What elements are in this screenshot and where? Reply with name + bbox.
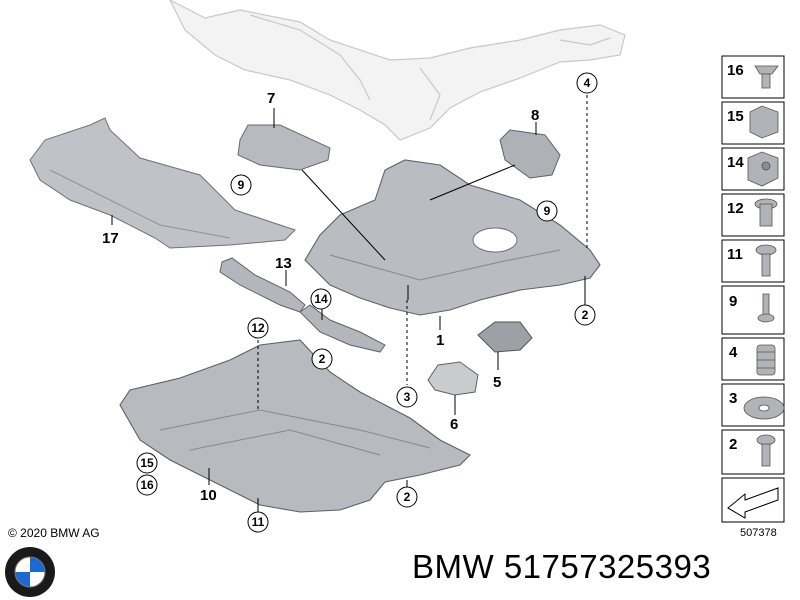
callout-14: 14 bbox=[314, 292, 328, 306]
part-17-shape bbox=[29, 117, 296, 249]
leader-lines-solid bbox=[111, 108, 586, 512]
callout-8: 8 bbox=[531, 107, 539, 124]
subframe-outline bbox=[169, 0, 626, 141]
clip-14-icon bbox=[747, 151, 779, 187]
part-13-shape bbox=[219, 257, 306, 313]
callout-5: 5 bbox=[493, 374, 501, 391]
part-6-shape bbox=[427, 361, 479, 396]
callout-16: 16 bbox=[140, 478, 154, 492]
part-10-shape bbox=[119, 339, 471, 513]
legend-panel: 16 15 14 12 11 9 4 3 2 bbox=[721, 55, 785, 523]
legend-12: 12 bbox=[727, 200, 744, 217]
callout-11: 11 bbox=[252, 515, 265, 529]
diagram-id: 507378 bbox=[740, 527, 777, 539]
screw-11-icon bbox=[755, 244, 777, 277]
legend-9: 9 bbox=[729, 293, 737, 310]
leader-lines-dashed bbox=[257, 95, 588, 410]
callout-2c: 2 bbox=[404, 490, 411, 504]
legend-3: 3 bbox=[729, 390, 737, 407]
callout-2a: 2 bbox=[582, 308, 589, 322]
clip-15-icon bbox=[749, 105, 779, 139]
nut-12-icon bbox=[754, 198, 778, 227]
part-8-shape bbox=[499, 129, 561, 179]
part-1-shape bbox=[304, 159, 601, 316]
callout-4: 4 bbox=[584, 76, 591, 90]
callout-9a: 9 bbox=[238, 178, 245, 192]
callout-13: 13 bbox=[275, 255, 292, 272]
part-title: BMW 51757325393 bbox=[412, 548, 712, 585]
bushing-4-icon bbox=[756, 344, 776, 376]
callout-6: 6 bbox=[450, 416, 458, 433]
callout-7: 7 bbox=[267, 90, 275, 107]
clip-16-icon bbox=[754, 65, 779, 89]
bolt-2-icon bbox=[756, 434, 776, 467]
part-5-shape bbox=[477, 321, 533, 353]
washer-3-icon bbox=[743, 396, 785, 420]
legend-15: 15 bbox=[727, 108, 744, 125]
legend-4: 4 bbox=[729, 344, 738, 361]
bmw-logo-icon bbox=[5, 547, 55, 597]
part-7-shape bbox=[237, 124, 331, 171]
callout-9b: 9 bbox=[544, 204, 551, 218]
callout-15: 15 bbox=[140, 456, 154, 470]
legend-11: 11 bbox=[727, 246, 743, 263]
circled-callouts bbox=[136, 72, 598, 533]
callout-3: 3 bbox=[404, 390, 411, 404]
callout-17: 17 bbox=[102, 230, 119, 247]
callout-10: 10 bbox=[200, 487, 217, 504]
rivet-9-icon bbox=[757, 293, 775, 323]
callout-12: 12 bbox=[251, 321, 265, 335]
legend-14: 14 bbox=[727, 154, 744, 171]
legend-16: 16 bbox=[727, 62, 744, 79]
part-14-shape bbox=[299, 304, 386, 353]
callout-2b: 2 bbox=[319, 352, 326, 366]
copyright-text: © 2020 BMW AG bbox=[8, 526, 100, 540]
reference-arrow-icon bbox=[727, 487, 779, 519]
legend-2: 2 bbox=[729, 436, 737, 453]
callout-1: 1 bbox=[436, 332, 444, 349]
